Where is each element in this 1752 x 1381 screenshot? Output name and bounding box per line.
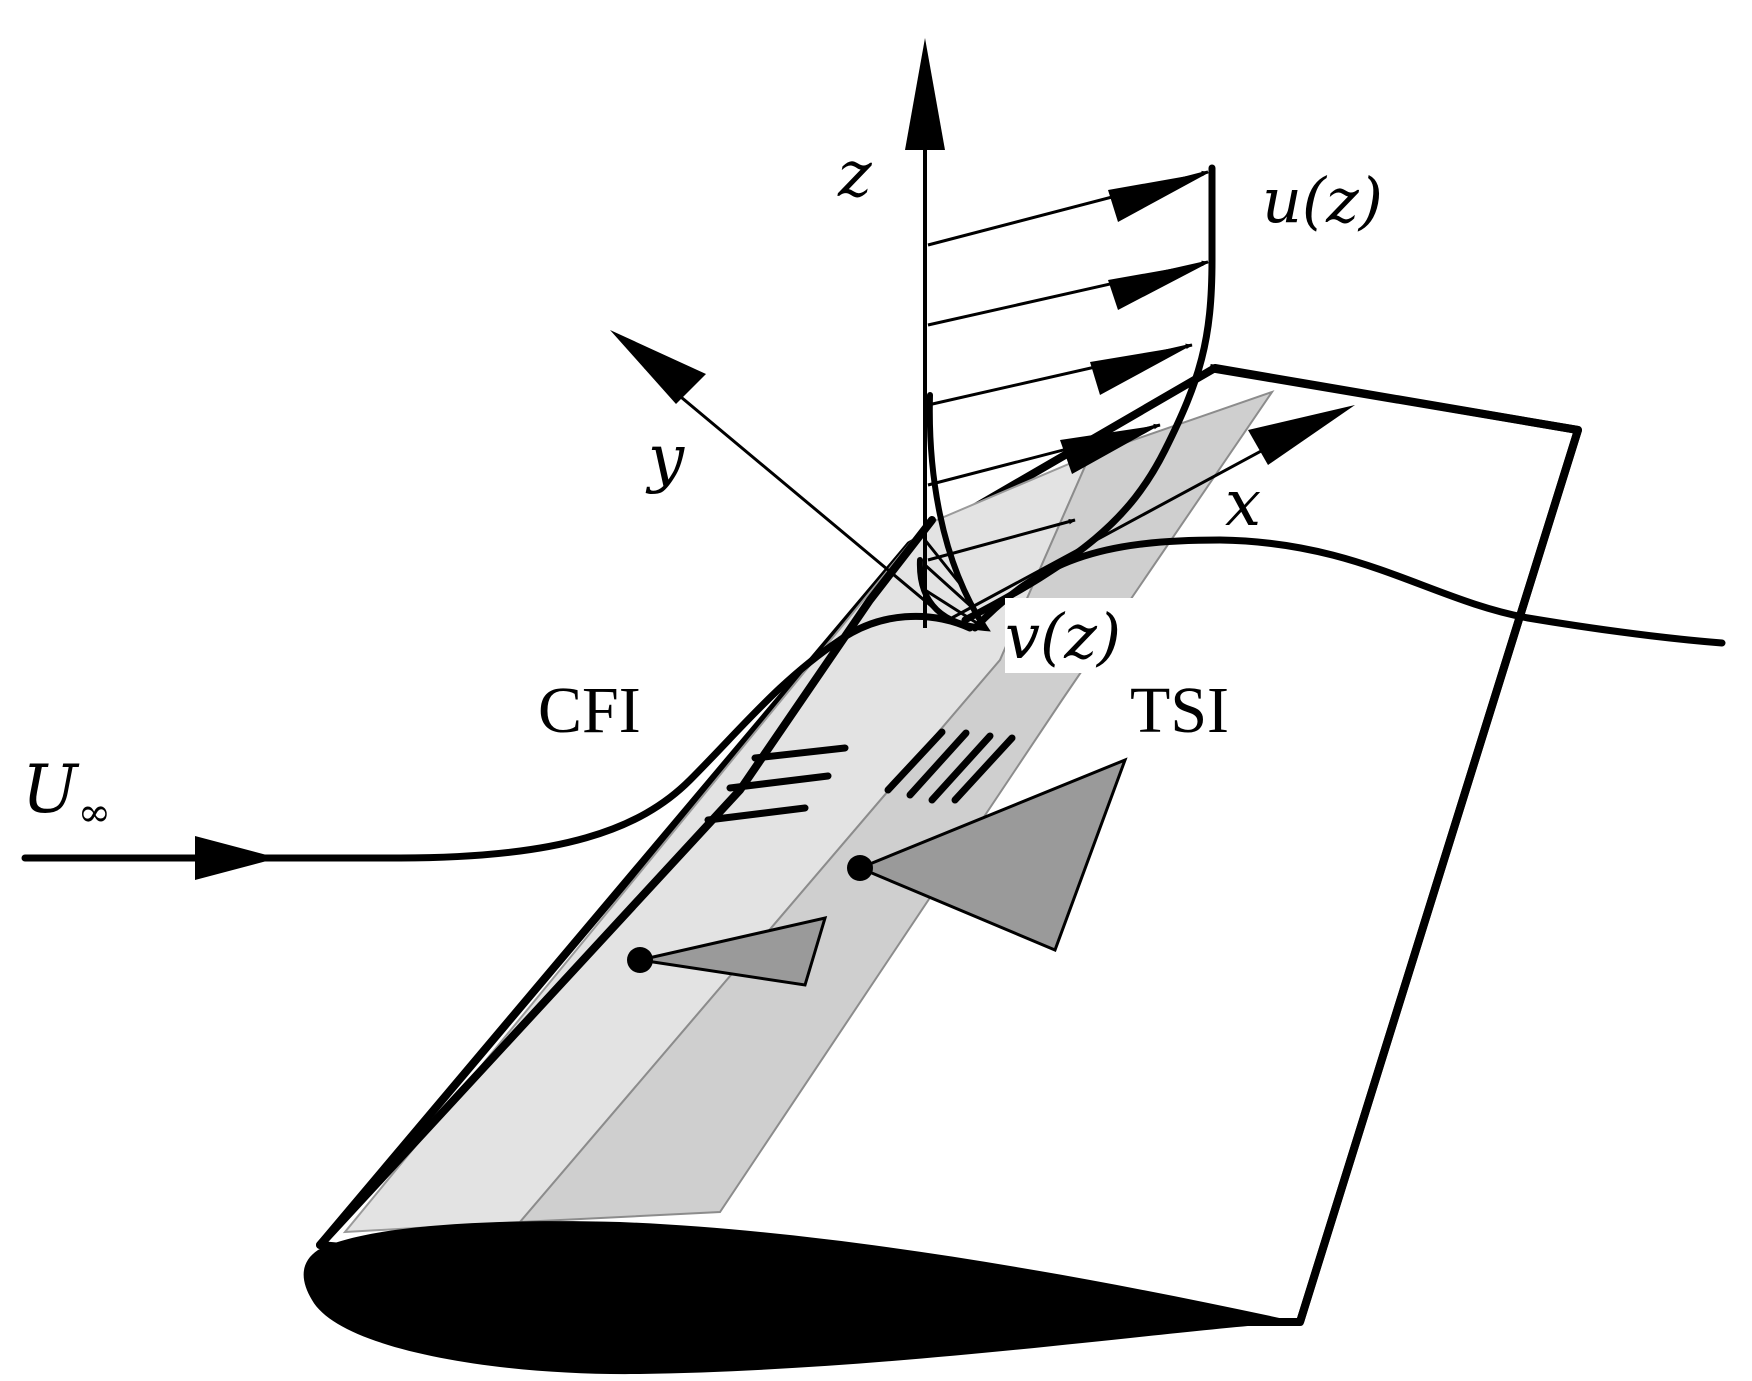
v-profile-label: v(z)	[1005, 600, 1121, 673]
leading-edge	[316, 516, 936, 1249]
airfoil-section	[303, 1221, 1299, 1375]
freestream-infinity-subscript: ∞	[78, 790, 111, 836]
y-axis-line	[644, 365, 949, 622]
z-axis-label: z	[837, 138, 873, 212]
freestream-arrowhead	[195, 836, 278, 880]
x-axis-label: x	[1225, 467, 1261, 541]
tsi-wave-stripes	[884, 728, 1016, 804]
v-profile-label-bg	[1005, 598, 1150, 673]
y-axis-arrowhead	[610, 330, 706, 404]
tsi-wedge	[856, 757, 1128, 952]
freestream-velocity-label: U∞	[22, 751, 111, 836]
u-profile-label: u(z)	[1262, 164, 1383, 237]
freestream-streamline	[21, 612, 974, 862]
z-axis-arrowhead	[905, 38, 945, 150]
cfi-wedge	[639, 915, 828, 987]
u-profile-curve	[961, 164, 1216, 624]
trailing-edge	[1209, 364, 1582, 1324]
tsi-label: TSI	[1130, 674, 1229, 747]
surface-streamline	[971, 536, 1726, 647]
v-profile-hatch	[923, 539, 981, 627]
u-profile-arrowheads	[1060, 172, 1210, 474]
y-axis-label: y	[645, 422, 685, 496]
cfi-wedge-origin-dot	[627, 947, 653, 973]
x-axis-line	[947, 428, 1301, 622]
x-axis-arrowhead	[1248, 405, 1355, 465]
cfi-vortex-stripes	[704, 744, 849, 824]
tsi-wedge-origin-dot	[847, 855, 873, 881]
cfi-label: CFI	[538, 674, 641, 747]
